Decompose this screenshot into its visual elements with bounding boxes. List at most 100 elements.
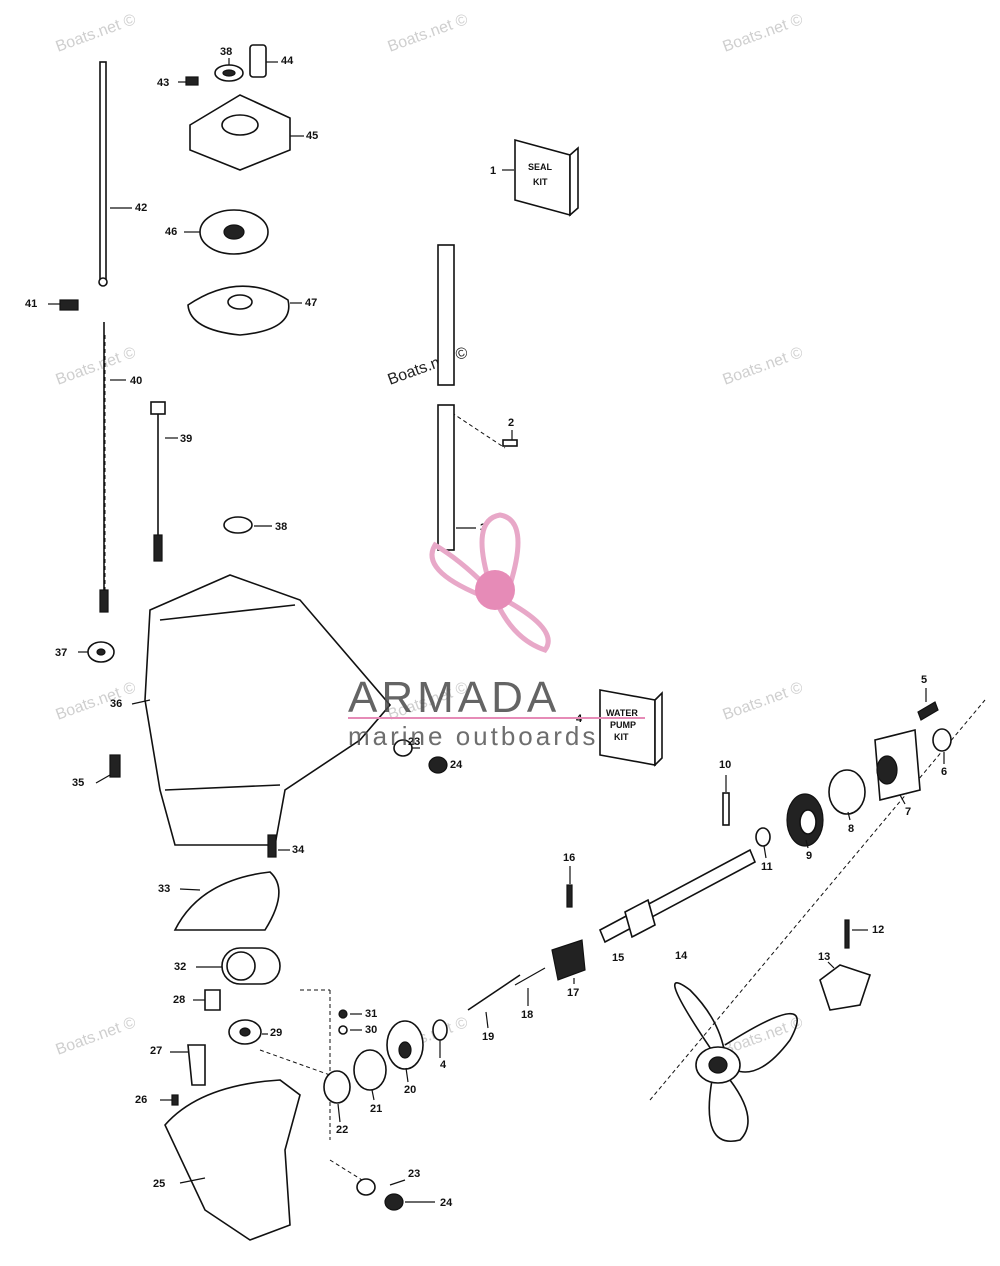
callout-number: 29 <box>270 1027 282 1039</box>
logo-name: ARMADA <box>348 673 560 722</box>
callout-number: 42 <box>135 202 147 214</box>
callout-number: 10 <box>719 759 731 771</box>
part-8-o-ring <box>828 769 866 815</box>
part-5-screw <box>917 701 939 721</box>
callout-number: 46 <box>165 226 177 238</box>
callout-number: 28 <box>173 994 185 1006</box>
part-18-spring <box>514 967 546 986</box>
propeller-logo-icon <box>429 512 551 653</box>
callout-number: 35 <box>72 777 84 789</box>
part-27-bracket <box>187 1044 206 1086</box>
callout-leader-line <box>337 1103 341 1123</box>
part-24-screw-upper <box>428 756 448 774</box>
part-24-screw-lower <box>384 1193 404 1211</box>
part-19-pin <box>467 974 521 1011</box>
callout-number: 9 <box>806 850 812 862</box>
callout-number: 24 <box>440 1197 453 1209</box>
callout-number: 47 <box>305 297 317 309</box>
part-47-plate <box>187 285 290 336</box>
part-20-forward-gear <box>386 1020 424 1070</box>
callout-number: 2 <box>508 417 514 429</box>
part-39-bolt <box>150 401 166 415</box>
callout-number: 18 <box>521 1009 533 1021</box>
part-41-screw <box>59 299 79 311</box>
callout-leader-line <box>805 839 809 849</box>
callout-number: 17 <box>567 987 579 999</box>
part-13-propeller-nut <box>819 964 872 1011</box>
part-3-drive-shaft-upper <box>437 244 455 386</box>
callout-number: 11 <box>761 861 773 873</box>
callout-leader-line <box>405 1067 409 1083</box>
logo-tagline: marine outboards <box>348 721 598 751</box>
callout-number: 26 <box>135 1094 147 1106</box>
part-15-propeller-shaft <box>598 848 757 944</box>
part-23-washer-lower <box>356 1178 376 1196</box>
callout-number: 27 <box>150 1045 162 1057</box>
callout-number: 13 <box>818 951 830 963</box>
callout-number: 37 <box>55 647 67 659</box>
part-12-cotter-pin <box>844 919 850 949</box>
callout-number: 31 <box>365 1008 377 1020</box>
callout-number: 34 <box>292 844 305 856</box>
part-45-pump-housing <box>189 94 291 171</box>
callout-number: 15 <box>612 952 624 964</box>
part-9-reverse-gear <box>786 793 824 847</box>
callout-number: 38 <box>220 46 232 58</box>
seal-kit-line-2: KIT <box>533 177 548 187</box>
leader-lines <box>104 300 986 1186</box>
water-pump-kit-line-3: KIT <box>614 732 629 742</box>
callout-number: 6 <box>941 766 947 778</box>
part-6-washer <box>932 728 952 752</box>
callout-number: 1 <box>490 165 496 177</box>
part-11-ring <box>755 827 771 847</box>
water-pump-kit-line-2: PUMP <box>610 720 636 730</box>
part-34-stud <box>267 834 277 858</box>
callout-number: 22 <box>336 1124 348 1136</box>
watermark-text: Boats.net © <box>721 679 806 724</box>
watermark-text: Boats.net © <box>54 344 139 389</box>
part-gearcase-housing <box>144 574 392 846</box>
part-38-seal-lower <box>223 516 253 534</box>
callout-leader-line <box>371 1089 375 1101</box>
watermark-layer: Boats.net © Boats.net © Boats.net © Boats.n… <box>54 11 806 1059</box>
watermark-text: Boats.net © <box>54 1014 139 1059</box>
callout-number: 19 <box>482 1031 494 1043</box>
watermark-text: Boats.net © <box>54 679 139 724</box>
watermark-text: Boats.net © <box>721 11 806 56</box>
callout-number: 7 <box>905 806 911 818</box>
callout-leader-line <box>131 699 151 705</box>
part-25-lower-housing <box>164 1079 301 1241</box>
callout-number: 8 <box>848 823 854 835</box>
watermark-text: Boats.net © <box>54 11 139 56</box>
part-28-bracket <box>204 989 221 1011</box>
callout-number: 32 <box>174 961 186 973</box>
part-31-washer <box>338 1009 348 1019</box>
water-pump-kit-line-1: WATER <box>606 708 638 718</box>
watermark-text: Boats.net © <box>721 344 806 389</box>
callout-number: 40 <box>130 375 142 387</box>
callout-number: 36 <box>110 698 122 710</box>
part-7-bearing-carrier <box>874 728 921 802</box>
callout-leader-line <box>847 811 851 821</box>
callout-leader-line <box>179 888 201 891</box>
part-33-gasket <box>173 871 280 931</box>
callout-number: 44 <box>281 55 294 67</box>
callout-number: 38 <box>275 521 287 533</box>
callout-number: 5 <box>921 674 927 686</box>
callout-number: 4 <box>440 1059 447 1071</box>
callout-leader-line <box>389 1179 406 1186</box>
callout-number: 33 <box>158 883 170 895</box>
callout-leader-line <box>827 961 835 969</box>
seal-kit-box: SEAL KIT <box>514 138 579 217</box>
part-43-screw <box>185 76 199 86</box>
part-29-pinion-gear <box>228 1019 262 1045</box>
callout-number: 21 <box>370 1103 382 1115</box>
callout-number: 12 <box>872 924 884 936</box>
callout-number: 23 <box>408 736 420 748</box>
part-21-thrust-bearing <box>353 1049 387 1091</box>
watermark-text: Boats.net © <box>386 11 471 56</box>
watermark-text: Boats.net © <box>386 344 471 389</box>
parts-artwork: SEAL KIT WATER PUMP KIT <box>59 44 952 1241</box>
part-17-clutch <box>551 939 586 981</box>
